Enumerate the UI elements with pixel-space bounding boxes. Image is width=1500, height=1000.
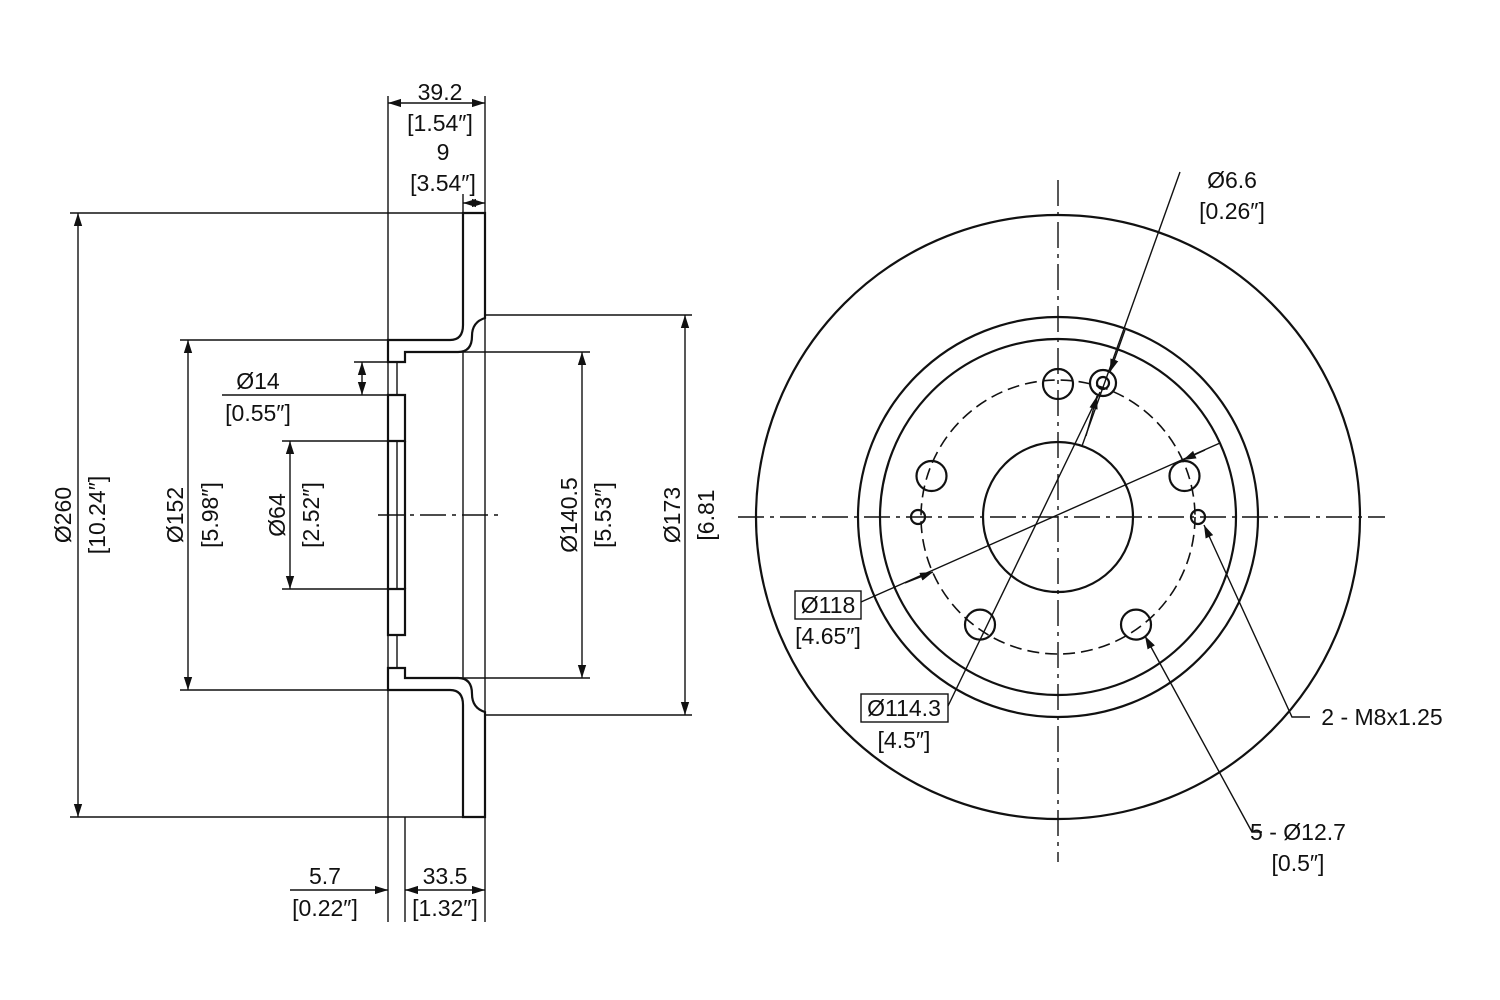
- pitch-circle: [920, 379, 1196, 655]
- pitch-circle-label-box: [794, 590, 862, 620]
- ring-inner-label: Ø173: [659, 487, 685, 543]
- threaded-hole: [909, 508, 927, 526]
- pitch-circle-label: Ø118: [801, 592, 856, 618]
- lug-holes-leader: [1144, 635, 1262, 833]
- hat-diameter-label: Ø152: [162, 487, 188, 543]
- bolt-hole-label: Ø14: [236, 368, 280, 394]
- pitch-circle-arrow: [1182, 449, 1206, 461]
- locating-hole-outer: [1088, 368, 1118, 398]
- inner-hat-inch-label: [5.53″]: [590, 482, 616, 548]
- lug-hole: [1119, 608, 1153, 641]
- bolt-circle-label: Ø114.3: [867, 695, 941, 721]
- hat-offset-inch-label: [0.22″]: [292, 895, 358, 921]
- pitch-circle-inch-label: [4.65″]: [795, 623, 861, 649]
- ring-and-flange-section: [386, 666, 487, 819]
- lug-hole: [915, 459, 948, 493]
- hub-bore-circle: [981, 440, 1135, 594]
- outer-diameter-label: Ø260: [50, 487, 76, 543]
- rotor-section-bottom: [386, 587, 487, 819]
- hat-offset-label: 5.7: [309, 863, 341, 889]
- threaded-holes-label: 2 - M8x1.25: [1321, 704, 1442, 730]
- overall-width-inch-label: [1.54″]: [407, 110, 473, 136]
- outer-diameter-inch-label: [10.24″]: [84, 476, 110, 554]
- hat-outer-circle: [878, 337, 1238, 697]
- small-hole-label: Ø6.6: [1207, 167, 1257, 193]
- pitch-circle-arrow: [904, 571, 934, 584]
- small-hole-leader: [1081, 171, 1181, 447]
- bolt-circle-leader: [947, 391, 1101, 707]
- small-hole-arrow: [1109, 329, 1126, 373]
- side-view: 39.2 [1.54″] 9 [3.54″] Ø260 [10.24″] Ø15…: [50, 79, 719, 922]
- hub-bore-inch-label: [2.52″]: [298, 482, 324, 548]
- bolt-circle-inch-label: [4.5″]: [878, 727, 931, 753]
- ring-and-flange-section: [386, 211, 487, 364]
- rotor-section-top: [386, 211, 487, 443]
- front-view: Ø6.6 [0.26″] Ø118 [4.65″] Ø114.3 [4.5″] …: [738, 167, 1443, 876]
- friction-inner-circle: [856, 315, 1260, 719]
- ring-inner-inch-label: [6.81: [693, 489, 719, 540]
- threaded-hole: [1189, 508, 1207, 526]
- bolt-circle-label-box: [860, 693, 949, 723]
- bolt-hole-inch-label: [0.55″]: [225, 400, 291, 426]
- hat-wall-section: [386, 587, 407, 637]
- hat-diameter-inch-label: [5.98″]: [197, 482, 223, 548]
- ring-thickness-inch-label: [3.54″]: [410, 170, 476, 196]
- small-hole-inch-label: [0.26″]: [1199, 198, 1265, 224]
- ring-thickness-label: 9: [437, 139, 450, 165]
- inner-hat-label: Ø140.5: [556, 477, 582, 552]
- hub-bore-label: Ø64: [264, 493, 290, 537]
- lug-hole: [1041, 367, 1075, 401]
- hat-wall-section: [386, 393, 407, 443]
- hat-height-label: 33.5: [423, 863, 468, 889]
- outer-rim-circle: [754, 213, 1362, 821]
- lug-hole: [963, 608, 997, 641]
- overall-width-label: 39.2: [418, 79, 463, 105]
- hat-height-inch-label: [1.32″]: [412, 895, 478, 921]
- lug-hole: [1168, 459, 1201, 493]
- lug-holes-inch-label: [0.5″]: [1272, 850, 1325, 876]
- threaded-holes-leader: [1203, 524, 1310, 718]
- lug-holes-label: 5 - Ø12.7: [1250, 819, 1346, 845]
